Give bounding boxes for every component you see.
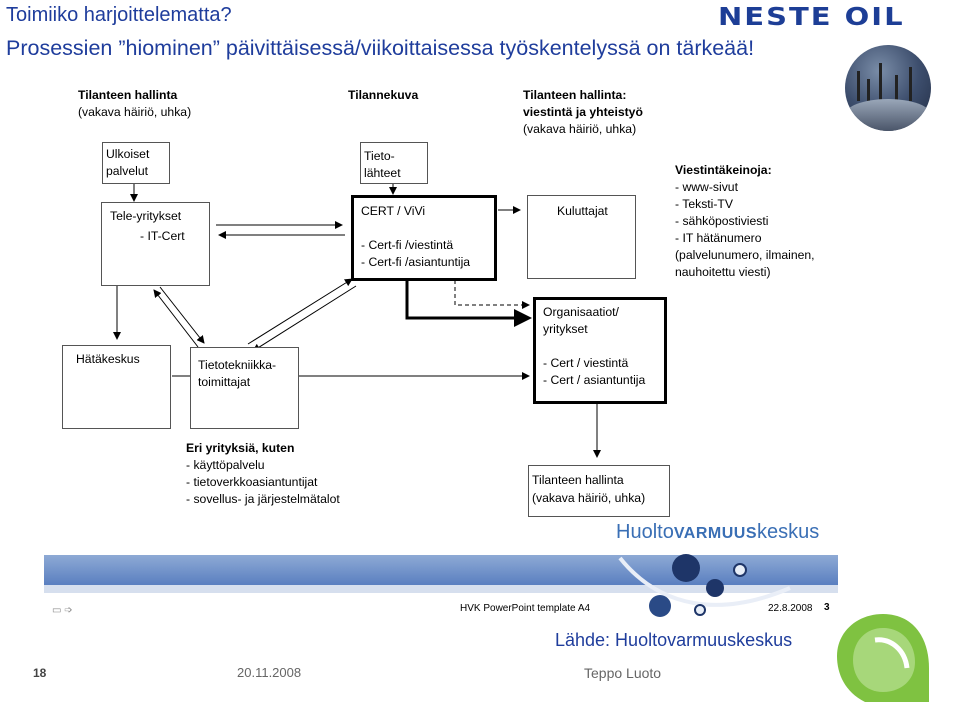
hvk-template-date: 22.8.2008 (768, 603, 813, 614)
box-label: toimittajat (198, 375, 251, 389)
hvk-footer-band (44, 555, 838, 585)
list-heading: Viestintäkeinoja: (675, 163, 772, 177)
box-label: - Cert / viestintä (543, 356, 629, 370)
header-viestinta-sub: (vakava häiriö, uhka) (523, 122, 637, 136)
list-item: - Teksti-TV (675, 197, 734, 211)
huoltovarmuuskeskus-logo: HuoltoVARMUUSkeskus (616, 521, 820, 543)
list-item: - www-sivut (675, 180, 738, 194)
header-viestinta-title: Tilanteen hallinta: (523, 88, 627, 102)
box-label: yritykset (543, 322, 588, 336)
slide-subtitle: Prosessien ”hiominen” päivittäisessä/vii… (6, 36, 755, 60)
hvk-footer-band-lower (44, 585, 838, 593)
hvk-template-page: 3 (824, 602, 830, 613)
box-tietotekniikka (190, 347, 299, 429)
list-heading: Eri yrityksiä, kuten (186, 441, 295, 455)
hvk-molecule-graphic (618, 554, 791, 617)
box-label: - Cert-fi /asiantuntija (361, 255, 471, 269)
box-ulkoiset-palvelut (102, 142, 170, 184)
box-cert-vivi (351, 195, 497, 281)
refinery-photo (845, 45, 931, 131)
header-tilanteen-hallinta: Tilanteen hallinta (78, 88, 178, 102)
box-kuluttajat (527, 195, 636, 279)
list-item: - käyttöpalvelu (186, 458, 265, 472)
box-label: CERT / ViVi (361, 204, 426, 218)
footer-author: Teppo Luoto (584, 665, 662, 681)
box-organisaatiot (533, 297, 667, 404)
box-hatakeskus (62, 345, 171, 429)
header-viestinta-title2: viestintä ja yhteistyö (523, 105, 643, 119)
page-number: 18 (33, 666, 47, 680)
list-item: - sovellus- ja järjestelmätalot (186, 492, 340, 506)
header-tilanteen-hallinta-sub: (vakava häiriö, uhka) (78, 105, 192, 119)
box-label: lähteet (364, 166, 401, 180)
box-tele-yritykset (101, 202, 210, 286)
list-item: - sähköpostiviesti (675, 214, 769, 228)
slide-title: Toimiiko harjoittelematta? (6, 4, 232, 26)
box-label: (vakava häiriö, uhka) (532, 491, 646, 505)
box-label: - Cert-fi /viestintä (361, 238, 454, 252)
box-tilanteen-hallinta (528, 465, 670, 517)
list-item: (palvelunumero, ilmainen, (675, 248, 815, 262)
box-label: Organisaatiot/ (543, 305, 619, 319)
list-item: nauhoitettu viesti) (675, 265, 771, 279)
box-label: palvelut (106, 164, 149, 178)
box-label: - Cert / asiantuntija (543, 373, 646, 387)
hvk-nav-icons: ▭ ➩ (52, 605, 73, 616)
list-item: - IT hätänumero (675, 231, 762, 245)
source-credit: Lähde: Huoltovarmuuskeskus (555, 630, 793, 650)
header-tilannekuva: Tilannekuva (348, 88, 419, 102)
list-item: - tietoverkkoasiantuntijat (186, 475, 318, 489)
hvk-template-name: HVK PowerPoint template A4 (460, 603, 591, 614)
neste-oil-logo: NESTE OIL (718, 2, 905, 31)
box-tietolahteet (360, 142, 428, 184)
box-label: Tietotekniikka- (198, 358, 277, 372)
box-label: Kuluttajat (557, 204, 608, 218)
box-label: - IT-Cert (140, 229, 185, 243)
box-label: Tilanteen hallinta (532, 473, 624, 487)
box-label: Hätäkeskus (76, 352, 140, 366)
box-label: Ulkoiset (106, 147, 150, 161)
footer-date: 20.11.2008 (237, 665, 302, 680)
green-swoosh-graphic (837, 614, 929, 702)
box-label: Tele-yritykset (110, 209, 182, 223)
box-label: Tieto- (364, 149, 395, 163)
